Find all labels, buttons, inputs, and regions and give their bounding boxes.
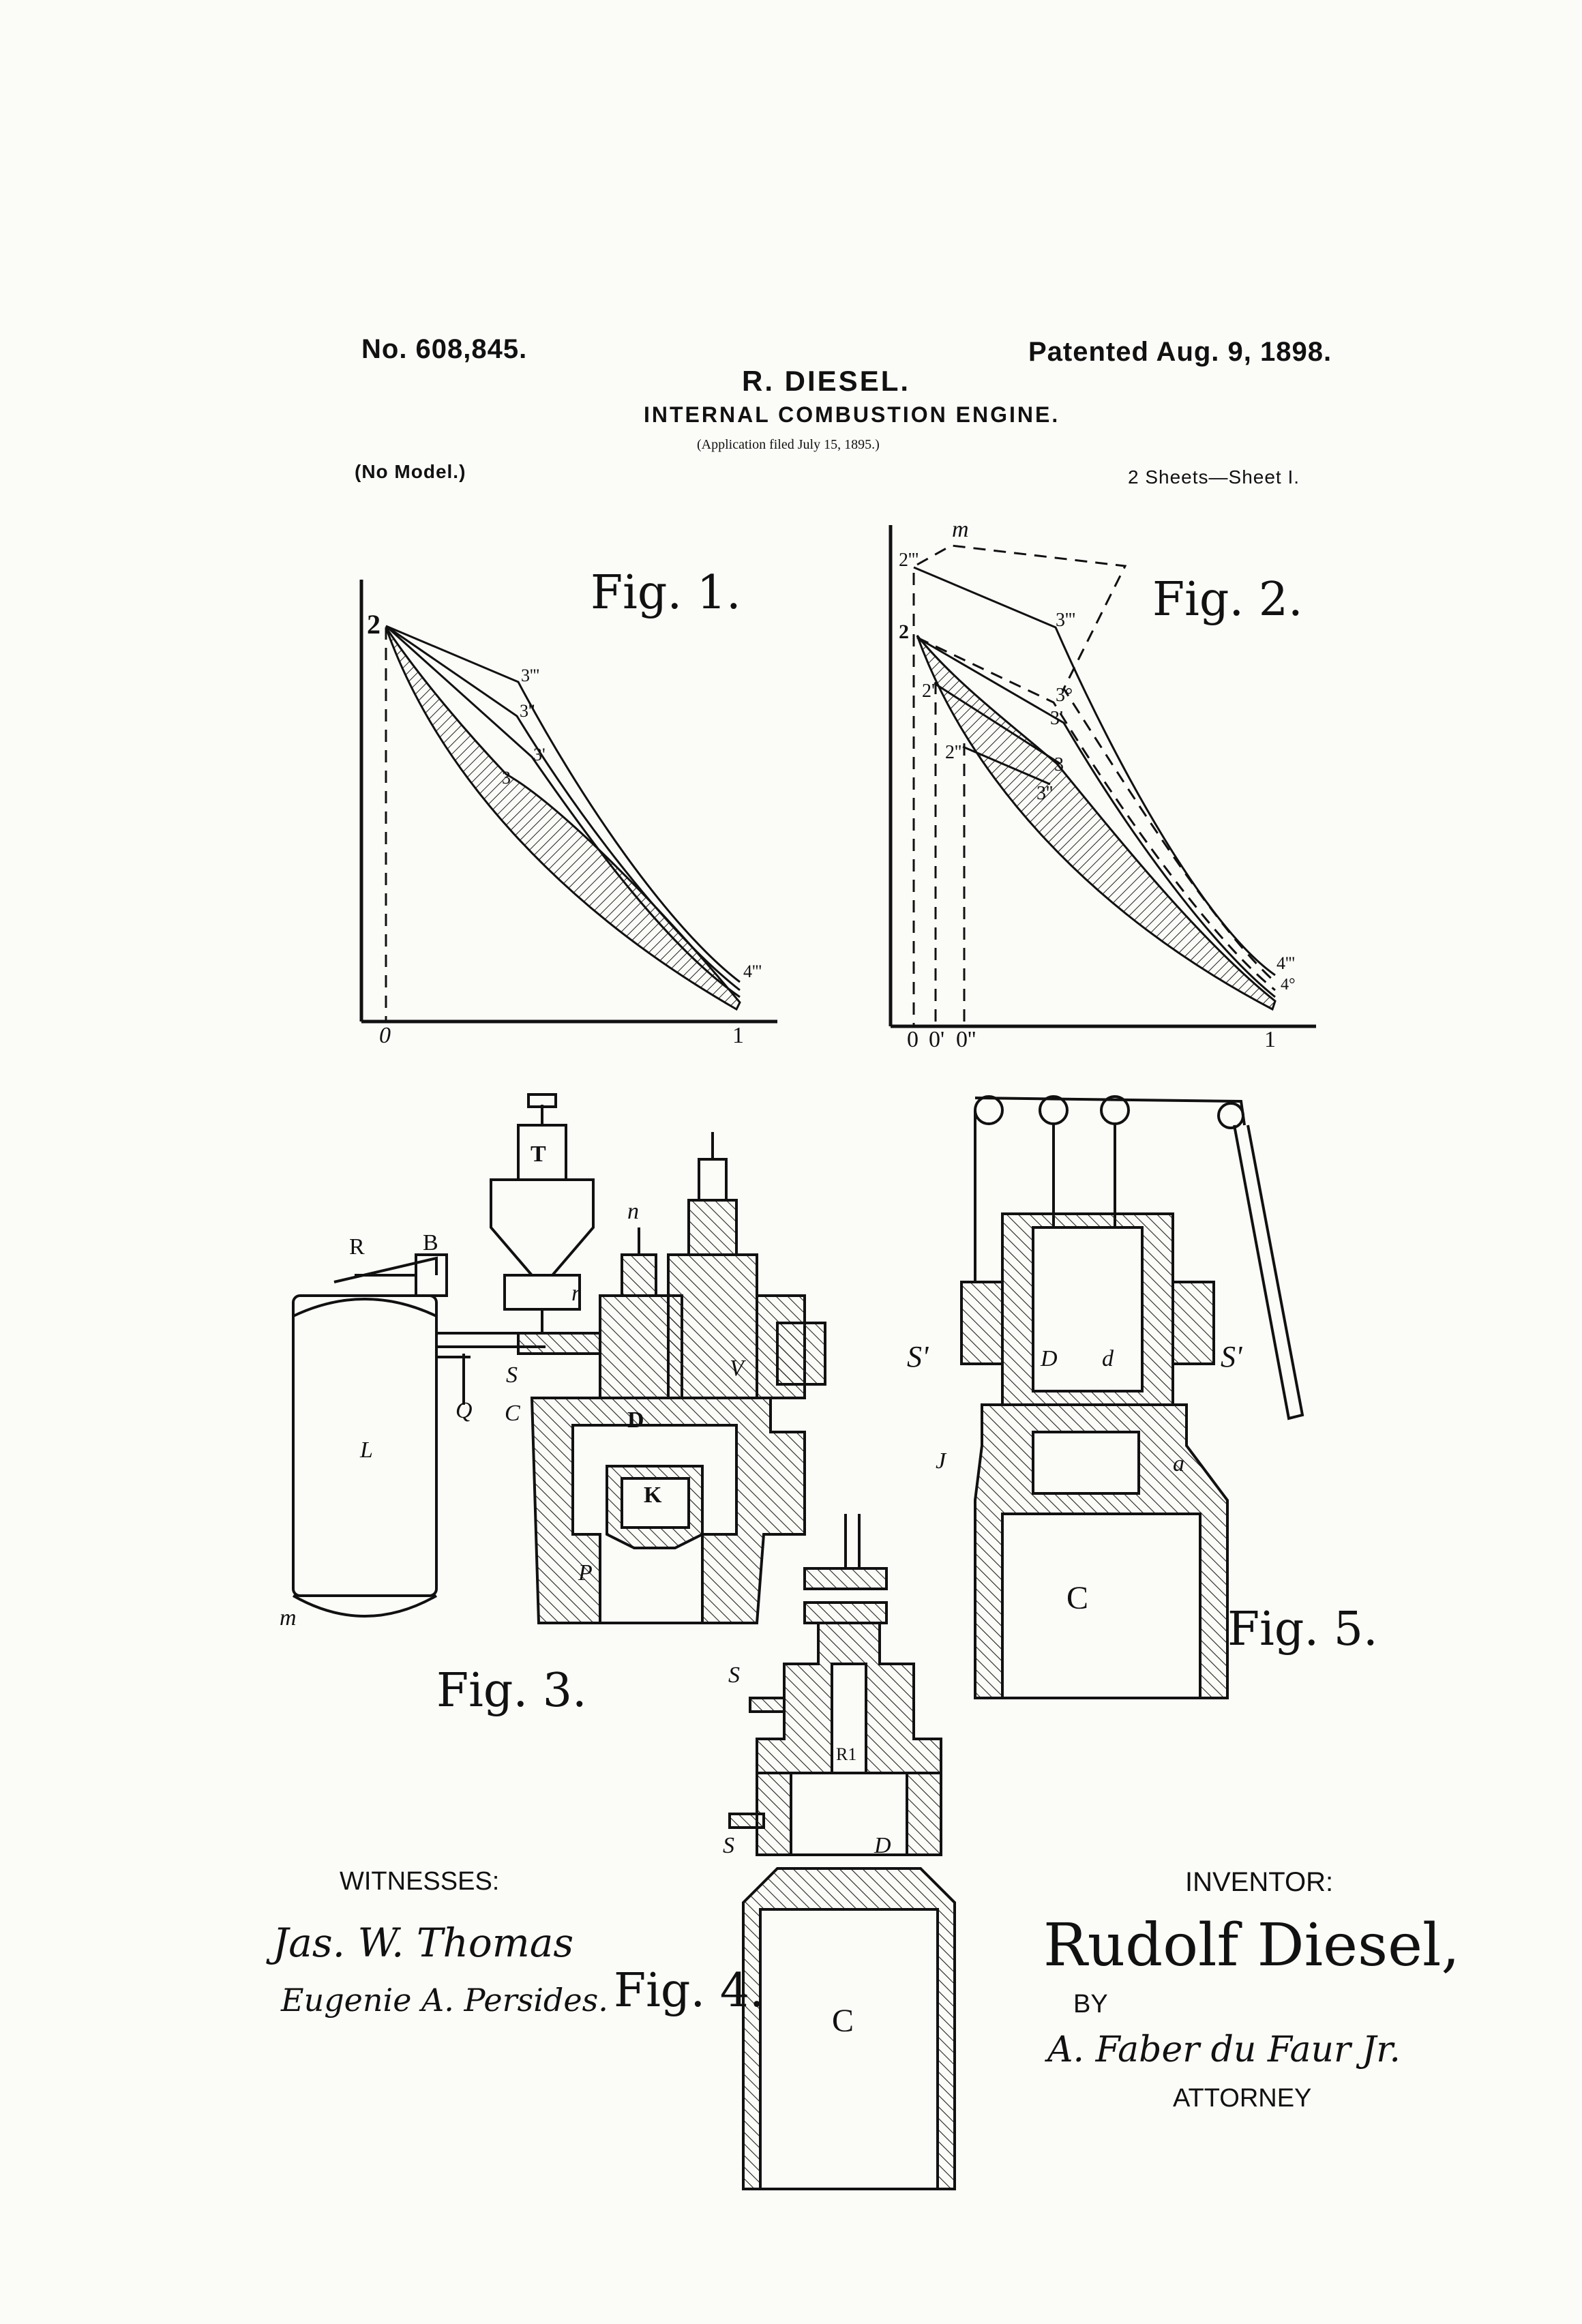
attorney-signature: A. Faber du Faur Jr. [1047, 2029, 1401, 2070]
fig2-title: Fig. 2. [1152, 573, 1303, 627]
fig5-label-S2: S' [1221, 1340, 1242, 1373]
patent-date: Patented Aug. 9, 1898. [1028, 337, 1332, 367]
fig2-label-3a: 3''' [1056, 610, 1076, 631]
fig3-label-V: V [730, 1356, 744, 1381]
fig4-title: Fig. 4. [614, 1964, 764, 2018]
fig5-label-d: d [1102, 1346, 1114, 1371]
fig2-label-4a: 4''' [1277, 953, 1296, 973]
fig2-label-2c: 2'' [945, 742, 962, 763]
fig3-label-P: P [578, 1560, 593, 1585]
fig3-title: Fig. 3. [436, 1664, 587, 1718]
patent-number: No. 608,845. [361, 334, 528, 364]
fig2-label-o2: 0'' [956, 1027, 976, 1052]
fig4-label-C: C [832, 2003, 854, 2039]
fig1-label-3c: 3' [533, 745, 546, 764]
inventor-heading: INVENTOR: [1185, 1867, 1334, 1897]
fig2-label-3e: 3'' [1036, 783, 1054, 804]
model-note: (No Model.) [355, 461, 466, 482]
fig5-label-J: J [936, 1448, 946, 1474]
fig4-label-S2: S [723, 1833, 734, 1858]
fig5-title: Fig. 5. [1227, 1603, 1378, 1656]
fig1-label-3a: 3''' [521, 666, 540, 685]
fig1-title: Fig. 1. [591, 566, 741, 620]
witness-signature-1: Jas. W. Thomas [273, 1920, 574, 1966]
fig3-label-m: m [280, 1605, 297, 1630]
fig4-label-S1: S [728, 1663, 740, 1688]
fig3-label-S: S [506, 1362, 518, 1388]
fig1-curves [385, 625, 741, 998]
fig1-label-3d: 3 [502, 768, 511, 788]
witness-signature-2: Eugenie A. Persides. [281, 1982, 608, 2018]
by-label: BY [1073, 1990, 1108, 2018]
fig3-label-Q: Q [456, 1398, 473, 1423]
fig4-label-R1: R1 [836, 1744, 857, 1764]
fig2-axes [889, 525, 1316, 1028]
attorney-label: ATTORNEY [1173, 2084, 1312, 2113]
fig3-label-r: r [571, 1281, 581, 1306]
fig2-curves [913, 566, 1276, 998]
fig3-label-B: B [423, 1230, 438, 1255]
fig1-axes [359, 580, 777, 1024]
fig3-label-L: L [360, 1437, 373, 1463]
fig5-label-D: D [1041, 1346, 1058, 1371]
fig2-label-1: 1 [1264, 1027, 1276, 1052]
fig2-label-2b: 2' [922, 681, 936, 702]
fig4-label-D: D [874, 1833, 891, 1858]
fig2-label-2: 2 [899, 621, 909, 643]
fig3-label-D: D [627, 1407, 644, 1433]
fig1-label-3b: 3'' [520, 701, 535, 721]
witnesses-heading: WITNESSES: [340, 1867, 500, 1896]
fig3-label-C: C [505, 1401, 520, 1426]
fig1-label-1: 1 [732, 1023, 744, 1048]
patent-title: INTERNAL COMBUSTION ENGINE. [644, 402, 1060, 427]
fig1-label-2: 2 [367, 609, 380, 640]
fig2-label-o: 0 [907, 1027, 919, 1052]
fig1-label-0: 0 [379, 1023, 391, 1048]
fig2-label-3c: 3' [1050, 708, 1064, 729]
inventor-short-name: R. DIESEL. [742, 365, 911, 397]
fig2-label-3d: 3 [1054, 754, 1064, 775]
fig5-label-S1: S' [907, 1340, 929, 1373]
fig2-label-o1: 0' [929, 1027, 945, 1052]
application-date: (Application filed July 15, 1895.) [697, 437, 880, 452]
inventor-signature: Rudolf Diesel, [1043, 1911, 1460, 1980]
fig2-label-4b: 4° [1281, 976, 1296, 994]
fig5-label-a: a [1173, 1451, 1184, 1476]
fig2-label-m: m [952, 517, 969, 542]
fig1-label-4: 4''' [743, 962, 762, 981]
tank-l [292, 1294, 438, 1597]
fig3-label-R: R [349, 1234, 365, 1260]
fig2-label-2a: 2''' [899, 550, 919, 571]
fig3-label-n: n [627, 1199, 639, 1224]
fig5-label-C: C [1066, 1580, 1089, 1616]
fig3-label-T: T [531, 1142, 546, 1167]
fig2-dashed-lines [912, 544, 1276, 1026]
sheet-count: 2 Sheets—Sheet I. [1128, 466, 1300, 488]
fig3-label-K: K [644, 1483, 662, 1508]
fig2-label-3b: 3° [1056, 685, 1073, 706]
